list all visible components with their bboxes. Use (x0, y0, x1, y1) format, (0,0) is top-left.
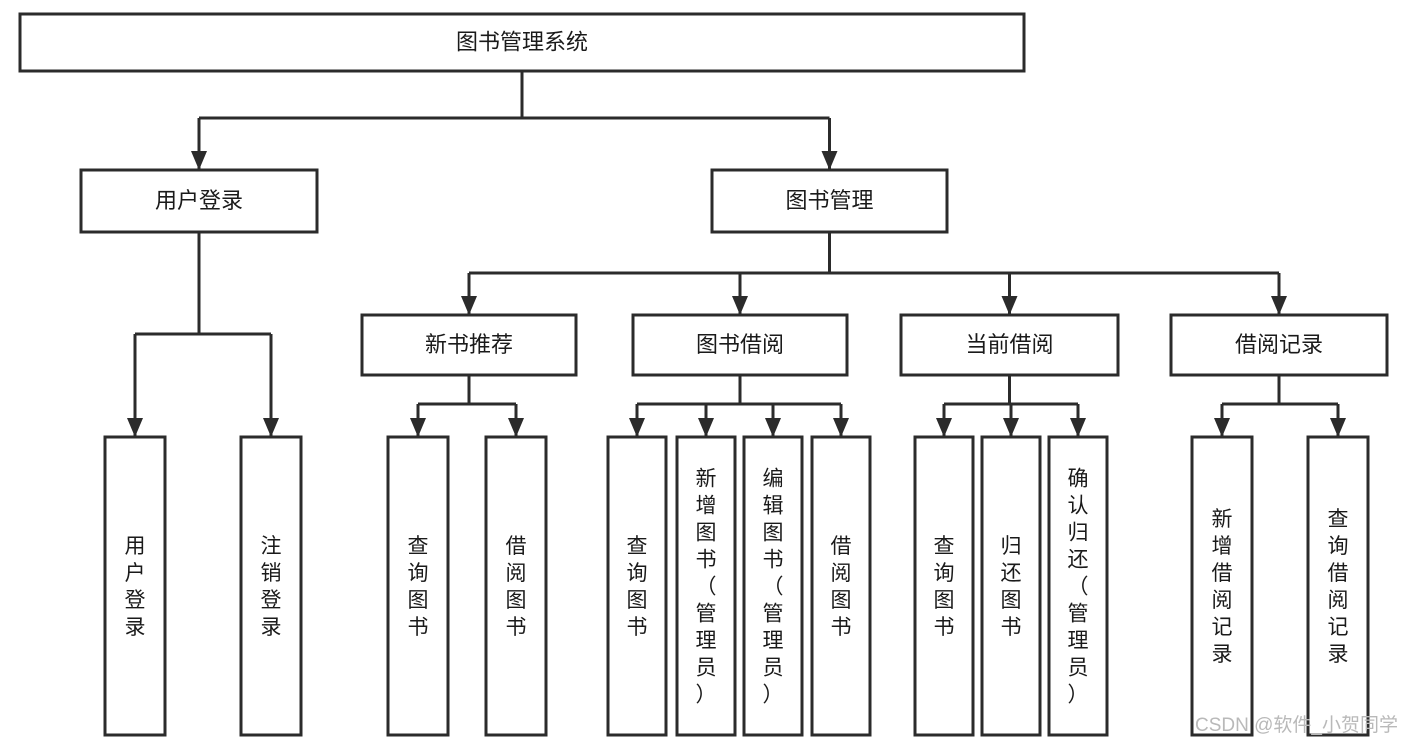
node-label: 用户登录 (155, 188, 243, 213)
arrow-head-leaf-query-book-2 (629, 418, 645, 437)
node-box[interactable] (1190, 435, 1254, 737)
arrow-head-leaf-borrow-book-1 (508, 418, 524, 437)
arrow-head-leaf-add-record (1214, 418, 1230, 437)
node-leaf-logout[interactable]: 注销登录 (239, 435, 303, 737)
arrow-head-new-book-recommend (461, 296, 477, 315)
node-box[interactable] (980, 435, 1042, 737)
node-leaf-edit-book[interactable]: 编辑图书（管理员） (742, 435, 804, 737)
node-leaf-user-login[interactable]: 用户登录 (103, 435, 167, 737)
node-leaf-add-book[interactable]: 新增图书（管理员） (675, 435, 737, 737)
node-label: 查询图书 (627, 535, 648, 639)
node-user-login[interactable]: 用户登录 (79, 168, 319, 234)
node-box[interactable] (810, 435, 872, 737)
arrow-head-current-borrow (1001, 296, 1018, 315)
node-label: 当前借阅 (965, 332, 1053, 357)
arrow-head-leaf-add-book (698, 418, 714, 437)
node-leaf-add-record[interactable]: 新增借阅记录 (1190, 435, 1254, 737)
node-label: 查询图书 (408, 535, 429, 639)
node-label: 查询借阅记录 (1328, 508, 1349, 666)
node-leaf-return-book[interactable]: 归还图书 (980, 435, 1042, 737)
node-box[interactable] (913, 435, 975, 737)
node-leaf-query-book-2[interactable]: 查询图书 (606, 435, 668, 737)
node-box[interactable] (239, 435, 303, 737)
node-label: 编辑图书（管理员） (763, 468, 784, 707)
node-label: 图书管理系统 (456, 29, 588, 54)
arrow-head-book-manage (821, 151, 838, 170)
node-box[interactable] (675, 435, 737, 737)
node-leaf-query-record[interactable]: 查询借阅记录 (1306, 435, 1370, 737)
node-box[interactable] (103, 435, 167, 737)
arrow-head-leaf-edit-book (765, 418, 781, 437)
node-book-borrow[interactable]: 图书借阅 (631, 313, 849, 377)
node-box[interactable] (631, 313, 849, 377)
node-box[interactable] (710, 168, 949, 234)
node-label: 新增图书（管理员） (696, 468, 717, 707)
node-label: 归还图书 (1001, 535, 1022, 639)
node-label: 图书借阅 (696, 332, 784, 357)
node-label: 借阅图书 (506, 535, 527, 639)
node-box[interactable] (18, 12, 1026, 73)
node-label: 新书推荐 (425, 332, 513, 357)
arrow-head-leaf-query-record (1330, 418, 1346, 437)
node-box[interactable] (386, 435, 450, 737)
node-label: 查询图书 (934, 535, 955, 639)
node-leaf-query-book-3[interactable]: 查询图书 (913, 435, 975, 737)
arrow-head-borrow-record (1271, 296, 1287, 315)
node-label: 确认归还（管理员） (1068, 468, 1089, 707)
node-label: 图书管理 (785, 188, 873, 213)
node-box[interactable] (1306, 435, 1370, 737)
node-box[interactable] (484, 435, 548, 737)
nodes-layer: 图书管理系统用户登录图书管理新书推荐图书借阅当前借阅借阅记录用户登录注销登录查询… (18, 12, 1389, 737)
csdn-watermark: CSDN @软件_小贺同学 (1195, 714, 1398, 736)
arrow-head-leaf-logout (263, 418, 279, 437)
edges-layer (127, 71, 1346, 437)
node-leaf-borrow-book-1[interactable]: 借阅图书 (484, 435, 548, 737)
arrow-head-leaf-borrow-book-2 (833, 418, 849, 437)
node-box[interactable] (742, 435, 804, 737)
node-leaf-confirm-return[interactable]: 确认归还（管理员） (1047, 435, 1109, 737)
node-box[interactable] (1047, 435, 1109, 737)
node-root[interactable]: 图书管理系统 (18, 12, 1026, 73)
node-box[interactable] (79, 168, 319, 234)
arrow-head-leaf-return-book (1003, 418, 1019, 437)
arrow-head-leaf-user-login (127, 418, 143, 437)
node-label: 新增借阅记录 (1212, 508, 1233, 666)
node-box[interactable] (606, 435, 668, 737)
node-label: 借阅记录 (1235, 332, 1323, 357)
node-box[interactable] (1169, 313, 1389, 377)
arrow-head-leaf-query-book-3 (936, 418, 952, 437)
arrow-head-leaf-confirm-return (1070, 418, 1086, 437)
node-leaf-borrow-book-2[interactable]: 借阅图书 (810, 435, 872, 737)
arrow-head-book-borrow (732, 296, 748, 315)
node-current-borrow[interactable]: 当前借阅 (899, 313, 1120, 377)
node-new-book-recommend[interactable]: 新书推荐 (360, 313, 578, 377)
node-label: 借阅图书 (831, 535, 852, 639)
node-label: 注销登录 (261, 535, 282, 639)
node-label: 用户登录 (125, 535, 146, 639)
arrow-head-leaf-query-book-1 (410, 418, 426, 437)
node-box[interactable] (360, 313, 578, 377)
node-box[interactable] (899, 313, 1120, 377)
arrow-head-user-login (191, 151, 207, 170)
node-borrow-record[interactable]: 借阅记录 (1169, 313, 1389, 377)
node-book-manage[interactable]: 图书管理 (710, 168, 949, 234)
node-leaf-query-book-1[interactable]: 查询图书 (386, 435, 450, 737)
